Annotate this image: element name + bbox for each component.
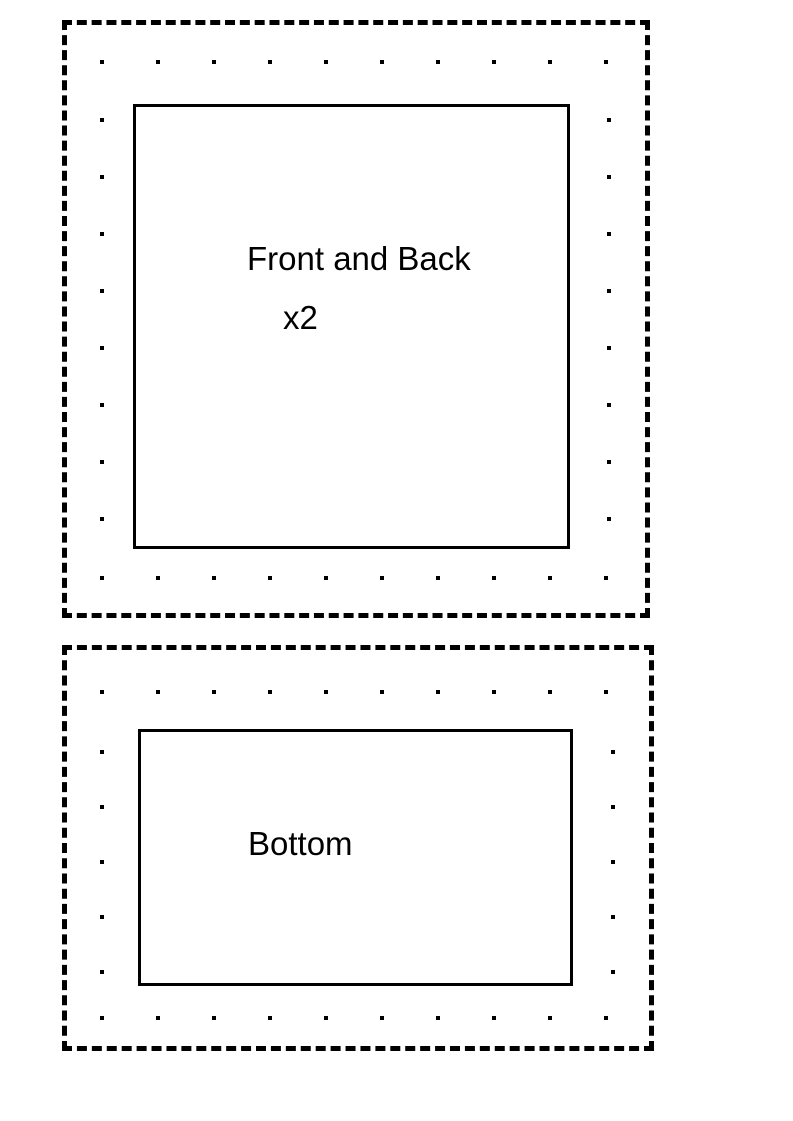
stitch-dots-right — [607, 118, 611, 538]
cut-line-bottom: Bottom — [138, 729, 573, 986]
cut-line-front-back: Front and Back x2 — [133, 104, 570, 549]
stitch-dots-right — [611, 750, 615, 981]
pattern-piece-front-back: Front and Back x2 — [62, 20, 650, 618]
stitch-dots-bottom — [100, 1016, 615, 1020]
piece-quantity-front-back: x2 — [283, 299, 318, 336]
stitch-dots-left — [100, 750, 104, 981]
stitch-dots-top — [100, 690, 615, 694]
piece-label-bottom: Bottom — [248, 825, 353, 862]
stitch-dots-left — [100, 118, 104, 538]
stitch-dots-bottom — [100, 576, 611, 580]
piece-label-front-back: Front and Back — [247, 240, 471, 277]
pattern-piece-bottom: Bottom — [62, 645, 654, 1051]
stitch-dots-top — [100, 60, 611, 64]
